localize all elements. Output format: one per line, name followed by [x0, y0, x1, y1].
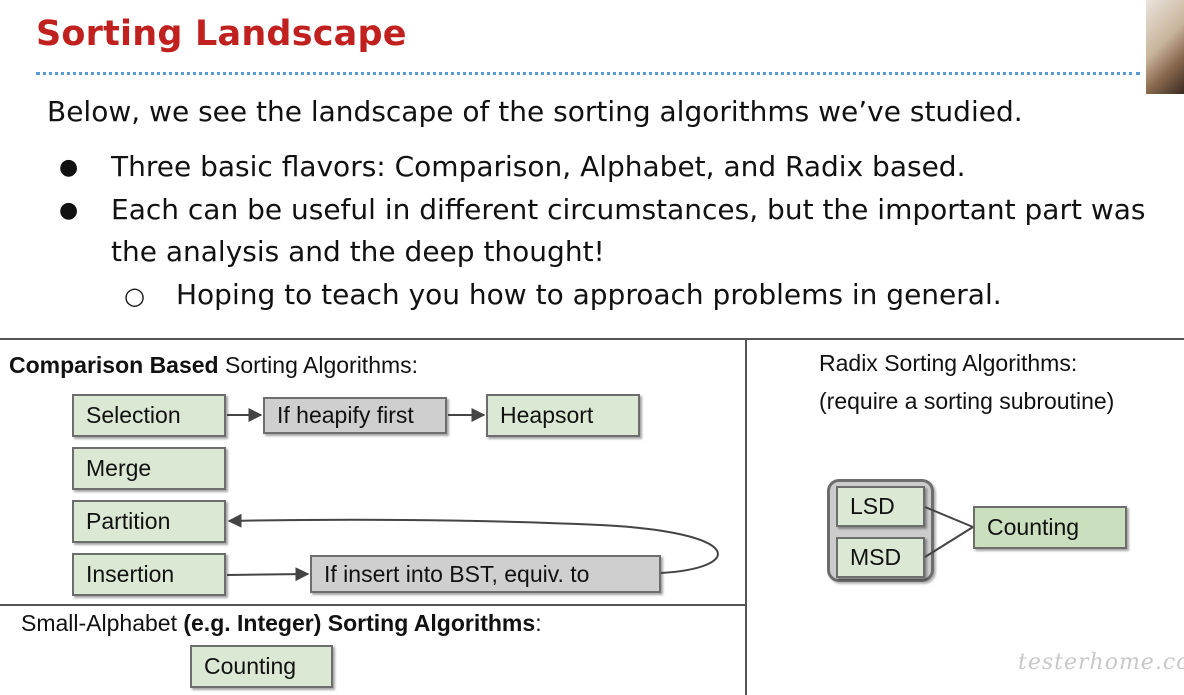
arrow-insertion-to-bst	[226, 567, 310, 582]
partition-box: Partition	[72, 500, 226, 543]
lsd-box: LSD	[836, 486, 925, 527]
radix-section-title-line-2: (require a sorting subroutine)	[819, 388, 1115, 414]
intro-text: Below, we see the landscape of the sorti…	[47, 95, 1023, 128]
alphabet-section-title: Small-Alphabet (e.g. Integer) Sorting Al…	[21, 610, 542, 637]
radix-counting-box: Counting	[973, 506, 1127, 549]
insertion-box: Insertion	[72, 553, 226, 596]
diagram-row-divider	[0, 604, 746, 606]
comparison-title-rest: Sorting Algorithms:	[218, 352, 419, 378]
bullet-text-1: Three basic flavors: Comparison, Alphabe…	[111, 150, 966, 183]
alphabet-counting-box: Counting	[190, 645, 333, 688]
title-divider	[36, 72, 1140, 75]
watermark: testerhome.com	[1018, 650, 1184, 675]
heapsort-box: Heapsort	[486, 394, 640, 437]
bullet-marker: ●	[59, 155, 79, 180]
merge-box: Merge	[72, 447, 226, 490]
comparison-section-title: Comparison Based Sorting Algorithms:	[9, 352, 418, 379]
diagram-column-divider	[745, 338, 747, 695]
connector-msd-to-counting	[924, 526, 974, 558]
selection-box: Selection	[72, 394, 226, 437]
bullet-text-2-line-2: the analysis and the deep thought!	[111, 235, 605, 268]
heapify-box: If heapify first	[263, 397, 447, 434]
alphabet-title-end: :	[535, 610, 542, 636]
sub-bullet-marker: ○	[124, 282, 145, 310]
msd-box: MSD	[836, 537, 925, 578]
comparison-title-bold: Comparison Based	[9, 352, 219, 378]
slide-title: Sorting Landscape	[36, 14, 407, 54]
presenter-webcam-thumbnail	[1146, 0, 1184, 94]
alphabet-title-bold: (e.g. Integer) Sorting Algorithms	[183, 610, 536, 636]
bullet-text-2-line-1: Each can be useful in different circumst…	[111, 193, 1146, 226]
bst-box: If insert into BST, equiv. to	[310, 555, 661, 593]
sub-bullet-text: Hoping to teach you how to approach prob…	[176, 278, 1002, 311]
bullet-marker: ●	[59, 198, 79, 223]
alphabet-title-plain: Small-Alphabet	[21, 610, 184, 636]
connector-lsd-to-counting	[924, 506, 974, 528]
radix-section-title-line-1: Radix Sorting Algorithms:	[819, 350, 1078, 376]
arrow-bst-to-partition	[227, 513, 719, 574]
diagram-top-border	[0, 338, 1184, 340]
